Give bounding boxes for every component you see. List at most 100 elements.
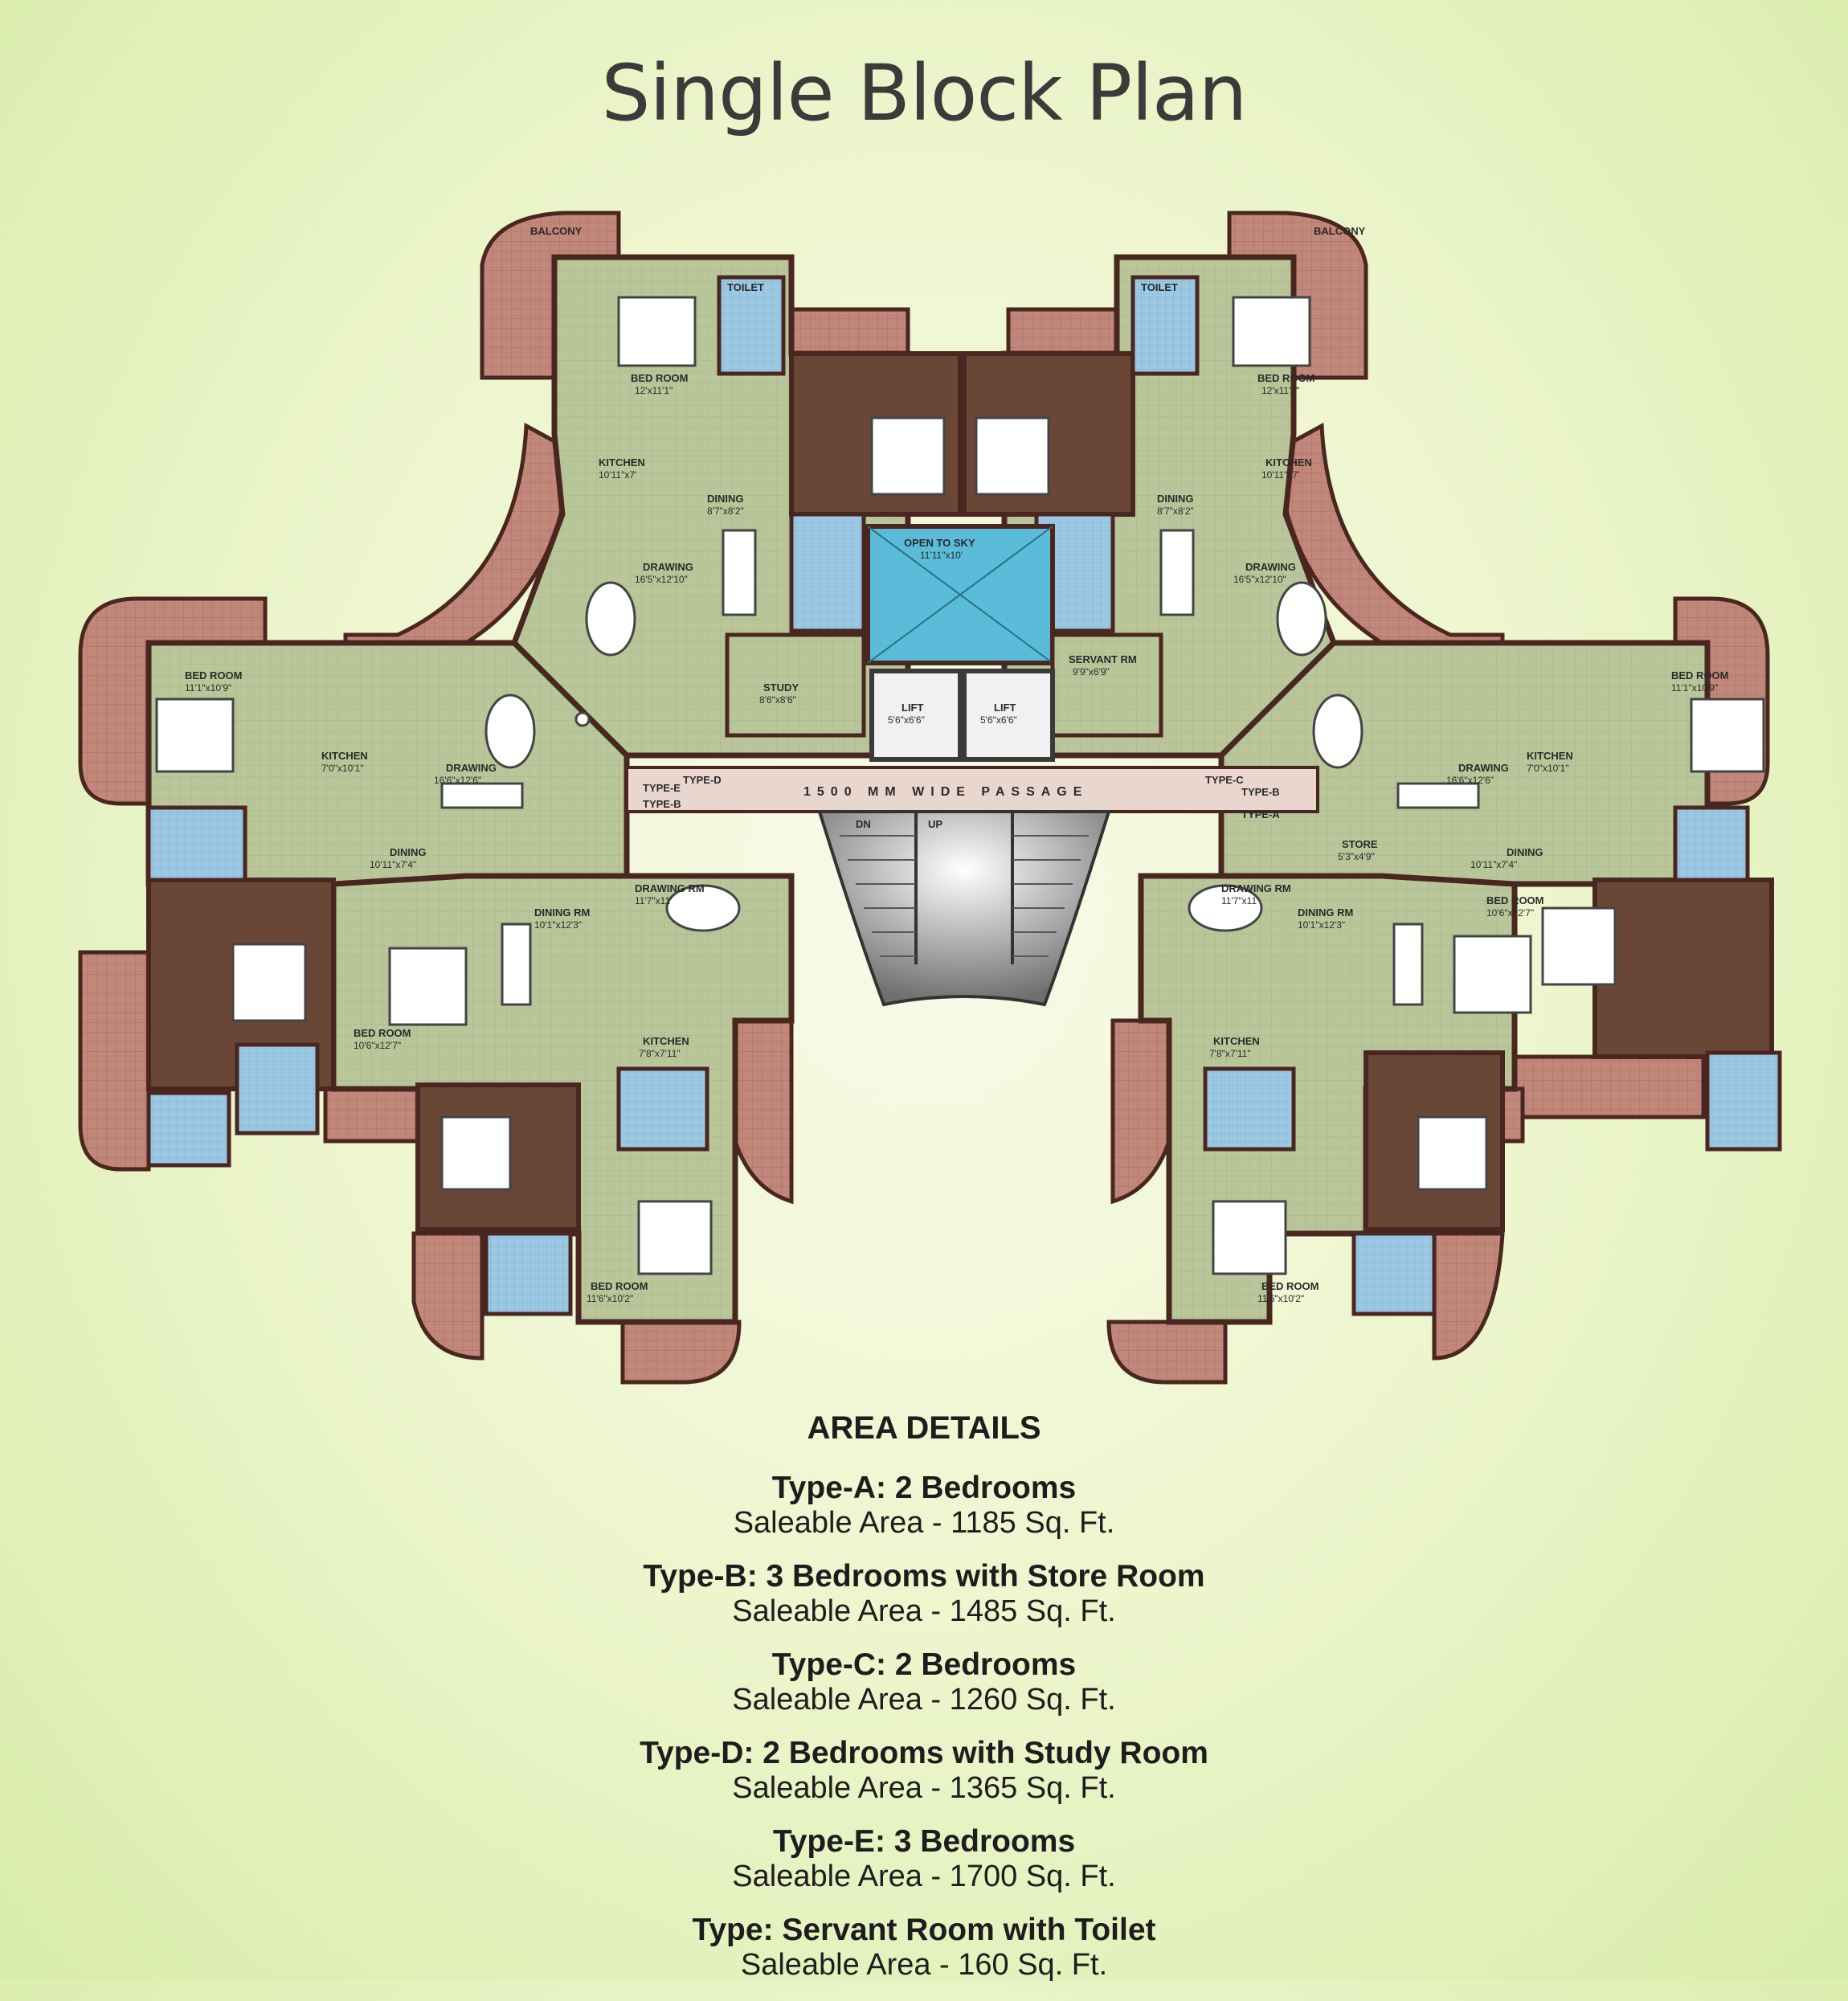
dim-kitchen-tl: 10'11"x7' <box>599 469 636 481</box>
unit-type-label: Type-C: 2 Bedrooms <box>771 1647 1077 1682</box>
passage <box>625 766 1319 813</box>
unit-type-label: Type-E: 3 Bedrooms <box>772 1824 1076 1859</box>
toilet-mid-left <box>616 1066 709 1152</box>
dim-dining-rm-left: 10'1"x12'3" <box>534 919 582 931</box>
servant-room <box>1050 632 1163 738</box>
bedroom-right-lower <box>1592 878 1774 1059</box>
label-drawing-rm-right: DRAWING RM <box>1221 882 1291 894</box>
toilet-far-right <box>1705 1050 1782 1152</box>
label-lift-left: LIFT <box>902 702 923 714</box>
label-kitchen-bottom-left: KITCHEN <box>643 1035 689 1047</box>
balcony-lower-left <box>78 950 151 1172</box>
balcony-bottom-left-b <box>620 1320 742 1385</box>
unit-type-c: Type-C: 2 Bedrooms Saleable Area - 1260 … <box>0 1647 1848 1717</box>
dim-bedroom-tl: 12'x11'1" <box>635 385 673 396</box>
dim-bedroom-left: 11'1"x10'9" <box>185 682 231 694</box>
label-type-b-right: TYPE-B <box>1241 786 1280 798</box>
label-balcony-tl: BALCONY <box>530 225 583 237</box>
unit-area-label: Saleable Area - 1185 Sq. Ft. <box>733 1506 1115 1540</box>
unit-type-e: Type-E: 3 Bedrooms Saleable Area - 1700 … <box>0 1824 1848 1893</box>
open-to-sky <box>865 524 1055 665</box>
toilet-center-left <box>789 512 866 633</box>
unit-type-label: Type: Servant Room with Toilet <box>692 1913 1156 1947</box>
label-drawing-right: DRAWING <box>1458 762 1509 774</box>
label-kitchen-left: KITCHEN <box>321 750 368 762</box>
balcony-lower-right <box>1504 1054 1706 1119</box>
unit-type-label: Type-B: 3 Bedrooms with Store Room <box>643 1559 1205 1594</box>
label-toilet-tl: TOILET <box>727 281 764 293</box>
dim-bedroom-lower-right: 10'6"x12'7" <box>1486 907 1534 919</box>
unit-type-servant: Type: Servant Room with Toilet Saleable … <box>0 1913 1848 1982</box>
dim-open-to-sky: 11'11"x10' <box>920 550 963 561</box>
label-drawing-tr: DRAWING <box>1245 561 1296 573</box>
toilet-left-wing <box>146 805 247 882</box>
label-bedroom-tl: BED ROOM <box>631 372 689 384</box>
label-type-e: TYPE-E <box>643 782 681 794</box>
dim-drawing-rm-right: 11'7"x11' <box>1221 895 1258 906</box>
unit-type-a: Type-A: 2 Bedrooms Saleable Area - 1185 … <box>0 1471 1848 1540</box>
dim-kitchen-left: 7'0"x10'1" <box>321 763 363 774</box>
balcony-bottom-right-b <box>1432 1231 1505 1361</box>
label-bedroom-right: BED ROOM <box>1671 669 1729 681</box>
dim-bedroom-tr: 12'x11'1" <box>1261 385 1299 396</box>
label-bedroom-lower-right: BED ROOM <box>1486 894 1544 906</box>
toilet-right-wing <box>1673 805 1750 882</box>
unit-type-label: Type-D: 2 Bedrooms with Study Room <box>640 1736 1208 1770</box>
dim-store: 5'3"x4'9" <box>1338 851 1375 862</box>
dim-dining-right: 10'11"x7'4" <box>1470 859 1517 870</box>
label-bedroom-bottom-left: BED ROOM <box>591 1280 648 1292</box>
dim-lift-right: 5'6"x6'6" <box>980 714 1017 726</box>
unit-type-d: Type-D: 2 Bedrooms with Study Room Salea… <box>0 1736 1848 1805</box>
label-drawing-tl: DRAWING <box>643 561 693 573</box>
balcony-lower-mid-left <box>323 1086 420 1144</box>
label-kitchen-right: KITCHEN <box>1527 750 1573 762</box>
dim-study: 8'6"x8'6" <box>759 694 796 706</box>
dim-drawing-left: 16'6"x12'6" <box>434 775 481 786</box>
toilet-top-right <box>1130 275 1200 376</box>
balcony-bottom-right-a <box>1106 1320 1228 1385</box>
label-type-c: TYPE-C <box>1205 774 1244 786</box>
dim-dining-rm-right: 10'1"x12'3" <box>1298 919 1345 931</box>
dim-kitchen-bottom-left: 7'8"x7'11" <box>639 1048 681 1059</box>
balcony-top-mid-right <box>1006 307 1119 356</box>
unit-area-label: Saleable Area - 1485 Sq. Ft. <box>732 1594 1116 1628</box>
toilet-left-lower-b <box>235 1042 320 1136</box>
dim-bedroom-lower-left: 10'6"x12'7" <box>354 1040 401 1051</box>
label-type-b: TYPE-B <box>643 798 681 810</box>
balcony-top-mid-left <box>789 307 910 356</box>
core <box>725 632 1163 762</box>
dim-drawing-tr: 16'5"x12'10" <box>1233 574 1286 585</box>
label-dining-tr: DINING <box>1157 493 1194 505</box>
label-passage: 1500 MM WIDE PASSAGE <box>803 785 1088 799</box>
label-kitchen-bottom-right: KITCHEN <box>1213 1035 1260 1047</box>
unit-area-label: Saleable Area - 1260 Sq. Ft. <box>732 1683 1116 1717</box>
unit-area-label: Saleable Area - 1365 Sq. Ft. <box>732 1771 1116 1805</box>
label-drawing-rm-left: DRAWING RM <box>635 882 705 894</box>
dim-dining-tl: 8'7"x8'2" <box>707 505 744 517</box>
label-kitchen-tl: KITCHEN <box>599 456 645 469</box>
dim-drawing-right: 16'6"x12'6" <box>1446 775 1494 786</box>
toilet-bottom-right <box>1351 1231 1437 1316</box>
label-bedroom-tr: BED ROOM <box>1257 372 1315 384</box>
toilet-mid-right <box>1203 1066 1296 1152</box>
label-dn: DN <box>856 818 871 830</box>
furniture <box>155 296 1765 1275</box>
label-dining-tl: DINING <box>707 493 744 505</box>
staircase <box>817 810 1111 1007</box>
label-bedroom-bottom-right: BED ROOM <box>1261 1280 1319 1292</box>
label-servant-rm: SERVANT RM <box>1069 653 1137 665</box>
toilet-top-left <box>717 275 786 376</box>
label-type-a: TYPE-A <box>1241 808 1280 820</box>
dim-servant-rm: 9'9"x6'9" <box>1073 666 1110 677</box>
toilet-bottom-left <box>484 1231 573 1316</box>
label-open-to-sky: OPEN TO SKY <box>904 537 975 549</box>
balcony-mid-lower-left <box>733 1018 794 1205</box>
label-drawing-left: DRAWING <box>446 762 497 774</box>
label-toilet-tr: TOILET <box>1141 281 1178 293</box>
balcony-bottom-left-a <box>411 1231 484 1361</box>
dim-drawing-rm-left: 11'7"x11' <box>635 895 672 906</box>
label-balcony-tr: BALCONY <box>1314 225 1366 237</box>
room-labels: BALCONY BALCONY BED ROOM 12'x11'1" BED R… <box>185 225 1729 1304</box>
label-store: STORE <box>1342 838 1378 850</box>
toilet-left-lower-a <box>146 1091 231 1168</box>
